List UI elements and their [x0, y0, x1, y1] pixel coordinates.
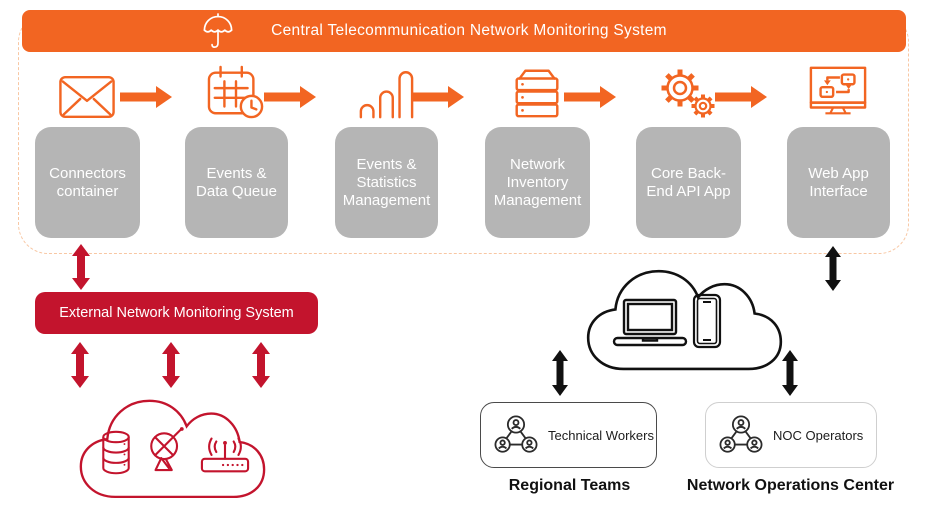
- stage-events-statistics: Events & Statistics Management: [335, 127, 438, 238]
- red-double-arrow-3: [252, 342, 270, 388]
- header-bar: Central Telecommunication Network Monito…: [22, 10, 906, 52]
- regional-teams-caption: Regional Teams: [508, 477, 631, 494]
- black-double-arrow-webapp: [825, 246, 841, 291]
- smartphone-icon: [692, 292, 722, 350]
- red-double-arrow-1: [71, 342, 89, 388]
- stage-network-inventory: Network Inventory Management: [485, 127, 590, 238]
- black-double-arrow-right: [782, 350, 798, 396]
- stage-events-data-queue: Events & Data Queue: [185, 127, 288, 238]
- calendar-clock-icon: [206, 64, 266, 120]
- stage-connectors-container: Connectors container: [35, 127, 140, 238]
- flow-arrow-2: [264, 86, 316, 108]
- black-double-arrow-left: [552, 350, 568, 396]
- technical-workers-box: Technical Workers: [480, 402, 657, 468]
- monitor-flow-icon: [808, 64, 868, 120]
- router-icon: [200, 432, 250, 474]
- flow-arrow-4: [564, 86, 616, 108]
- gears-icon: [658, 64, 718, 120]
- server-stack-icon: [507, 64, 567, 120]
- stage-web-app-interface: Web App Interface: [787, 127, 890, 238]
- laptop-icon: [612, 298, 688, 348]
- users-cloud: [578, 256, 790, 372]
- database-icon: [100, 430, 132, 476]
- external-system-box: External Network Monitoring System: [35, 292, 318, 334]
- noc-operators-box: NOC Operators: [705, 402, 877, 468]
- network-operations-center-caption: Network Operations Center: [686, 477, 895, 494]
- stage-core-backend-api: Core Back-End API App: [636, 127, 741, 238]
- flow-arrow-1: [120, 86, 172, 108]
- bar-chart-icon: [356, 64, 416, 120]
- noc-operators-label: NOC Operators: [773, 427, 864, 443]
- red-double-arrow-top: [72, 244, 90, 290]
- external-cloud: [73, 382, 269, 502]
- diagram-title: Central Telecommunication Network Monito…: [271, 22, 667, 39]
- satellite-dish-icon: [146, 426, 188, 474]
- technical-workers-label: Technical Workers: [548, 427, 654, 443]
- envelope-icon: [57, 64, 117, 120]
- team-icon: [494, 414, 538, 456]
- umbrella-icon: [201, 11, 235, 51]
- team-icon: [719, 414, 763, 456]
- flow-arrow-3: [412, 86, 464, 108]
- flow-arrow-5: [715, 86, 767, 108]
- red-double-arrow-2: [162, 342, 180, 388]
